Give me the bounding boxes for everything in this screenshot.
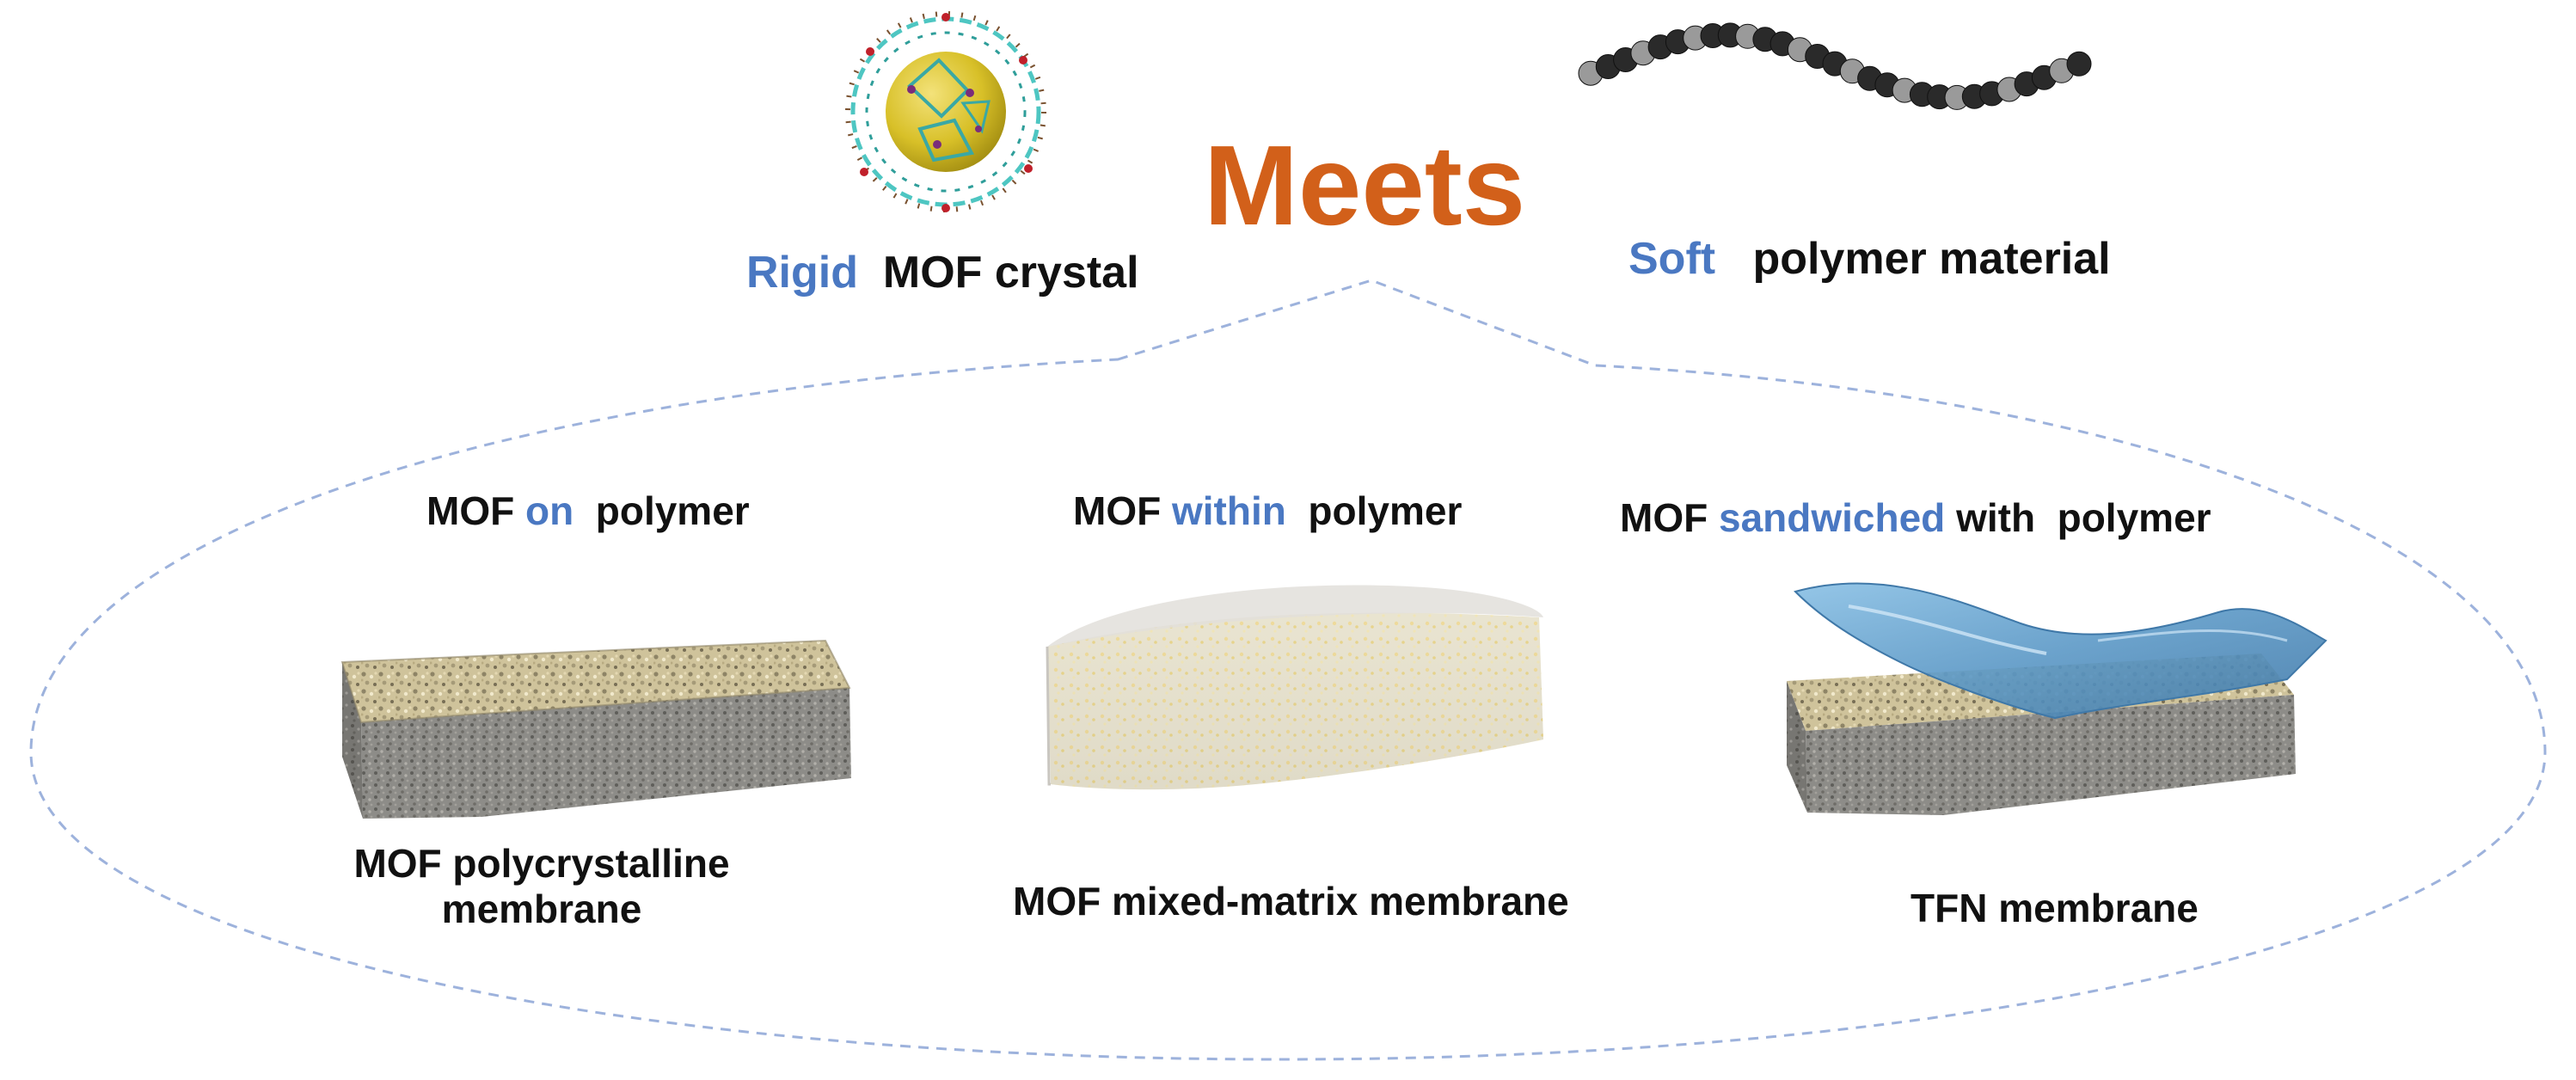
soft-word: Soft	[1628, 234, 1716, 284]
polymer-bead	[2066, 51, 2092, 77]
soft-polymer-material-label: Soft polymer material	[1628, 234, 2111, 285]
meets-title: Meets	[1204, 122, 1526, 249]
tfn-membrane-illustration	[1787, 582, 2328, 815]
rigid-word: Rigid	[746, 248, 858, 298]
heading-accent-sandwiched: sandwiched	[1718, 495, 1946, 540]
caption-mixed-matrix: MOF mixed-matrix membrane	[1013, 879, 1569, 924]
heading-mof-word: MOF	[1620, 495, 1708, 540]
caption-polycrystalline: MOF polycrystalline membrane	[327, 841, 757, 932]
panel-heading-sandwiched: MOF sandwiched with polymer	[1620, 495, 2211, 541]
dashed-enclosure-outline	[29, 279, 2547, 1061]
caption-tfn: TFN membrane	[1911, 886, 2199, 930]
caption-line-1: MOF polycrystalline	[353, 841, 730, 886]
polymer-material-text: polymer material	[1752, 234, 2111, 284]
heading-accent-within: within	[1171, 488, 1286, 533]
mof-crystal-icon	[845, 11, 1046, 212]
rigid-mof-crystal-label: Rigid MOF crystal	[746, 248, 1139, 299]
mixed-matrix-membrane-illustration	[1046, 585, 1543, 790]
heading-with-polymer-words: with polymer	[1956, 495, 2211, 540]
heading-polymer-word: polymer	[1308, 488, 1463, 533]
panel-heading-within: MOF within polymer	[1073, 488, 1462, 534]
panel-heading-on: MOF on polymer	[426, 488, 750, 534]
mof-crystal-text: MOF crystal	[882, 248, 1139, 298]
heading-mof-word: MOF	[1073, 488, 1162, 533]
heading-polymer-word: polymer	[595, 488, 750, 533]
heading-mof-word: MOF	[426, 488, 515, 533]
polymer-chain-icon	[1578, 22, 2092, 110]
caption-line-2: membrane	[441, 886, 642, 931]
heading-accent-on: on	[524, 488, 574, 533]
polycrystalline-membrane-illustration	[340, 639, 851, 819]
